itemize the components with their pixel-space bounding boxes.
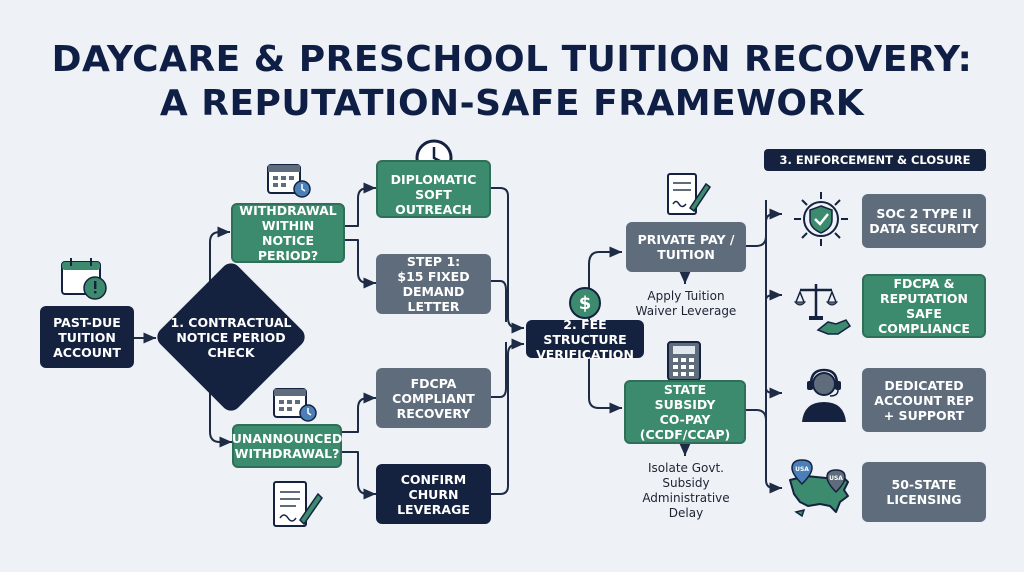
subsidy-note-line-2: Subsidy xyxy=(662,476,710,490)
state-subsidy-line-3: (CCDF/CCAP) xyxy=(639,427,731,442)
withdrawal-notice-line-2: WITHIN NOTICE xyxy=(261,218,315,248)
step1-line-2: $15 FIXED xyxy=(397,269,470,284)
private-note-line-1: Apply Tuition xyxy=(647,289,725,303)
fdcpa-reputation-node: FDCPA & REPUTATION SAFE COMPLIANCE xyxy=(862,274,986,338)
scales-icon xyxy=(794,284,852,335)
fdcpa-recovery-line-3: RECOVERY xyxy=(396,405,471,421)
private-pay-line-2: TUITION xyxy=(657,247,715,262)
start-line-3: ACCOUNT xyxy=(53,344,121,360)
subsidy-note-line-4: Delay xyxy=(668,506,704,520)
calendar-alert-icon xyxy=(61,258,107,300)
withdrawal-notice-line-3: PERIOD? xyxy=(257,248,319,263)
confirm-churn-line-1: CONFIRM xyxy=(400,471,467,487)
document-pen-icon xyxy=(273,481,323,527)
diplomatic-line-1: DIPLOMATIC xyxy=(390,171,477,187)
state-subsidy-node: STATE SUBSIDY CO-PAY (CCDF/CCAP) xyxy=(624,380,746,444)
svg-text:$: $ xyxy=(579,293,592,314)
decision-line-2: NOTICE PERIOD xyxy=(176,330,286,345)
confirm-churn-line-3: LEVERAGE xyxy=(397,501,470,517)
usa-map-icon: USA USA xyxy=(789,459,849,518)
confirm-churn-line-2: CHURN xyxy=(408,486,459,502)
shield-check-icon xyxy=(794,192,848,246)
map-pin-2-label: USA xyxy=(829,475,843,482)
fee-verification-line-1: 2. FEE STRUCTURE xyxy=(543,316,627,347)
dedicated-account-rep-node: DEDICATED ACCOUNT REP + SUPPORT xyxy=(862,368,986,432)
confirm-churn-node: CONFIRM CHURN LEVERAGE xyxy=(376,464,491,524)
diplomatic-line-2: SOFT OUTREACH xyxy=(395,186,472,217)
past-due-account-node: PAST-DUE TUITION ACCOUNT xyxy=(40,306,134,368)
state-subsidy-line-1: STATE SUBSIDY xyxy=(654,382,716,412)
dedicated-line-1: DEDICATED xyxy=(884,377,964,393)
state-subsidy-note: Isolate Govt. Subsidy Administrative Del… xyxy=(626,461,746,521)
calculator-icon xyxy=(667,341,701,381)
decision-line-3: CHECK xyxy=(207,345,255,360)
unannounced-line-2: WITHDRAWAL? xyxy=(234,446,340,461)
state-subsidy-line-2: CO-PAY xyxy=(659,412,711,427)
withdrawal-notice-line-1: WITHDRAWAL xyxy=(239,203,337,218)
subsidy-note-line-3: Administrative xyxy=(642,491,730,505)
subsidy-note-line-1: Isolate Govt. xyxy=(648,461,724,475)
headset-agent-icon xyxy=(802,368,846,422)
licensing-line-2: LICENSING xyxy=(886,492,962,507)
unannounced-line-1: UNANNOUNCED xyxy=(231,431,343,446)
state-licensing-node: 50-STATE LICENSING xyxy=(862,462,986,522)
step1-line-1: STEP 1: xyxy=(406,254,461,269)
fdcpa-recovery-line-2: COMPLIANT xyxy=(392,390,475,406)
soc2-line-1: SOC 2 TYPE II xyxy=(876,206,972,221)
title-line-2: A REPUTATION-SAFE FRAMEWORK xyxy=(159,83,865,124)
licensing-line-1: 50-STATE xyxy=(891,477,957,492)
calendar-clock-icon xyxy=(273,388,317,422)
start-line-2: TUITION xyxy=(58,329,116,345)
private-pay-note: Apply Tuition Waiver Leverage xyxy=(626,289,746,319)
soc2-security-node: SOC 2 TYPE II DATA SECURITY xyxy=(862,194,986,248)
document-pen-icon xyxy=(667,173,712,215)
private-note-line-2: Waiver Leverage xyxy=(635,304,737,318)
private-pay-node: PRIVATE PAY / TUITION xyxy=(626,222,746,272)
fdcpa-recovery-node: FDCPA COMPLIANT RECOVERY xyxy=(376,368,491,428)
start-line-1: PAST-DUE xyxy=(53,314,121,330)
notice-period-check-label: 1. CONTRACTUAL NOTICE PERIOD CHECK xyxy=(160,315,302,360)
dollar-coin-icon: $ xyxy=(569,287,601,319)
private-pay-line-1: PRIVATE PAY / xyxy=(637,232,735,247)
fee-structure-verification-node: 2. FEE STRUCTURE VERIFICATION xyxy=(526,316,644,362)
fdcpa-rep-line-2: REPUTATION xyxy=(879,291,968,306)
withdrawal-within-notice-node: WITHDRAWAL WITHIN NOTICE PERIOD? xyxy=(231,203,345,263)
fdcpa-rep-line-1: FDCPA & xyxy=(893,276,955,291)
unannounced-withdrawal-node: UNANNOUNCED WITHDRAWAL? xyxy=(232,424,342,468)
dedicated-line-3: + SUPPORT xyxy=(883,407,965,423)
dedicated-line-2: ACCOUNT REP xyxy=(874,392,974,408)
title-line-1: DAYCARE & PRESCHOOL TUITION RECOVERY: xyxy=(51,39,973,80)
demand-letter-node: STEP 1: $15 FIXED DEMAND LETTER xyxy=(376,254,491,314)
calendar-clock-icon xyxy=(267,164,311,198)
fdcpa-rep-line-3: SAFE COMPLIANCE xyxy=(878,306,970,336)
enforcement-header: 3. ENFORCEMENT & CLOSURE xyxy=(764,149,986,171)
decision-line-1: 1. CONTRACTUAL xyxy=(170,315,292,330)
diplomatic-outreach-node: DIPLOMATIC SOFT OUTREACH xyxy=(376,160,491,218)
fdcpa-recovery-line-1: FDCPA xyxy=(410,375,457,391)
step1-line-3: DEMAND LETTER xyxy=(402,284,465,314)
fee-verification-line-2: VERIFICATION xyxy=(536,346,634,362)
soc2-line-2: DATA SECURITY xyxy=(869,221,979,236)
map-pin-1-label: USA xyxy=(795,466,809,473)
